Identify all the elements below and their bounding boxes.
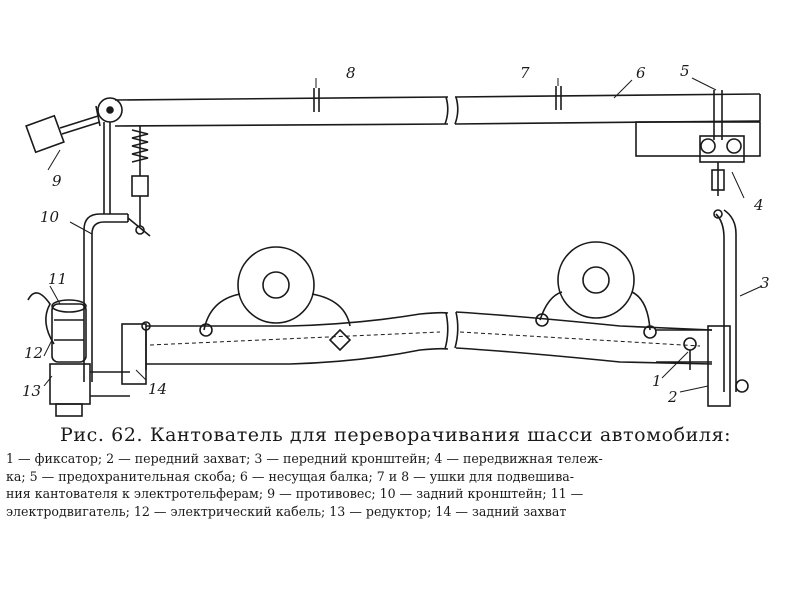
lifting-eye-7 [555, 86, 562, 110]
callout-3: 3 [760, 274, 770, 292]
counterweight [25, 105, 101, 154]
callout-5: 5 [680, 62, 690, 80]
figure-legend: 1 — фиксатор; 2 — передний захват; 3 — п… [6, 450, 792, 520]
figure-caption-title: Рис. 62. Кантователь для переворачивания… [60, 424, 732, 446]
rear-bracket [83, 213, 151, 382]
safety-bracket [713, 90, 723, 140]
legend-line: ния кантователя к электротельферам; 9 — … [6, 486, 584, 501]
callout-11: 11 [48, 270, 67, 288]
electric-cable [27, 292, 55, 345]
legend-line: 1 — фиксатор; 2 — передний захват; 3 — п… [6, 451, 603, 466]
legend-line: электродвигатель; 12 — электрический каб… [6, 503, 567, 519]
callout-1: 1 [652, 372, 662, 390]
latch [683, 337, 697, 370]
callout-14: 14 [148, 380, 167, 398]
callout-8: 8 [346, 64, 356, 82]
callout-2: 2 [667, 388, 678, 406]
rear-grip [121, 321, 151, 385]
callout-9: 9 [52, 172, 62, 190]
pulley [97, 97, 123, 123]
movable-trolley [635, 121, 761, 219]
legend-line: ка; 5 — предохранительная скоба; 6 — нес… [6, 468, 575, 484]
front-grip [656, 325, 749, 407]
front-bracket [715, 209, 737, 392]
reducer [49, 363, 130, 417]
leader-lines [43, 77, 763, 393]
lifting-eye-8 [313, 88, 320, 112]
callout-6: 6 [636, 64, 646, 82]
wheel-rear [199, 246, 352, 352]
electric-motor [51, 299, 87, 363]
rear-hanger [103, 122, 149, 235]
carrying-beam [114, 93, 761, 127]
callout-10: 10 [40, 208, 60, 226]
wheel-front [535, 241, 657, 339]
callout-7: 7 [520, 64, 530, 82]
chassis-frame [146, 311, 713, 365]
callout-12: 12 [24, 344, 43, 362]
callout-4: 4 [753, 196, 764, 214]
tilter-diagram: 8 7 6 5 9 4 10 3 11 12 1 13 14 2 [22, 62, 770, 417]
callout-13: 13 [22, 382, 41, 400]
